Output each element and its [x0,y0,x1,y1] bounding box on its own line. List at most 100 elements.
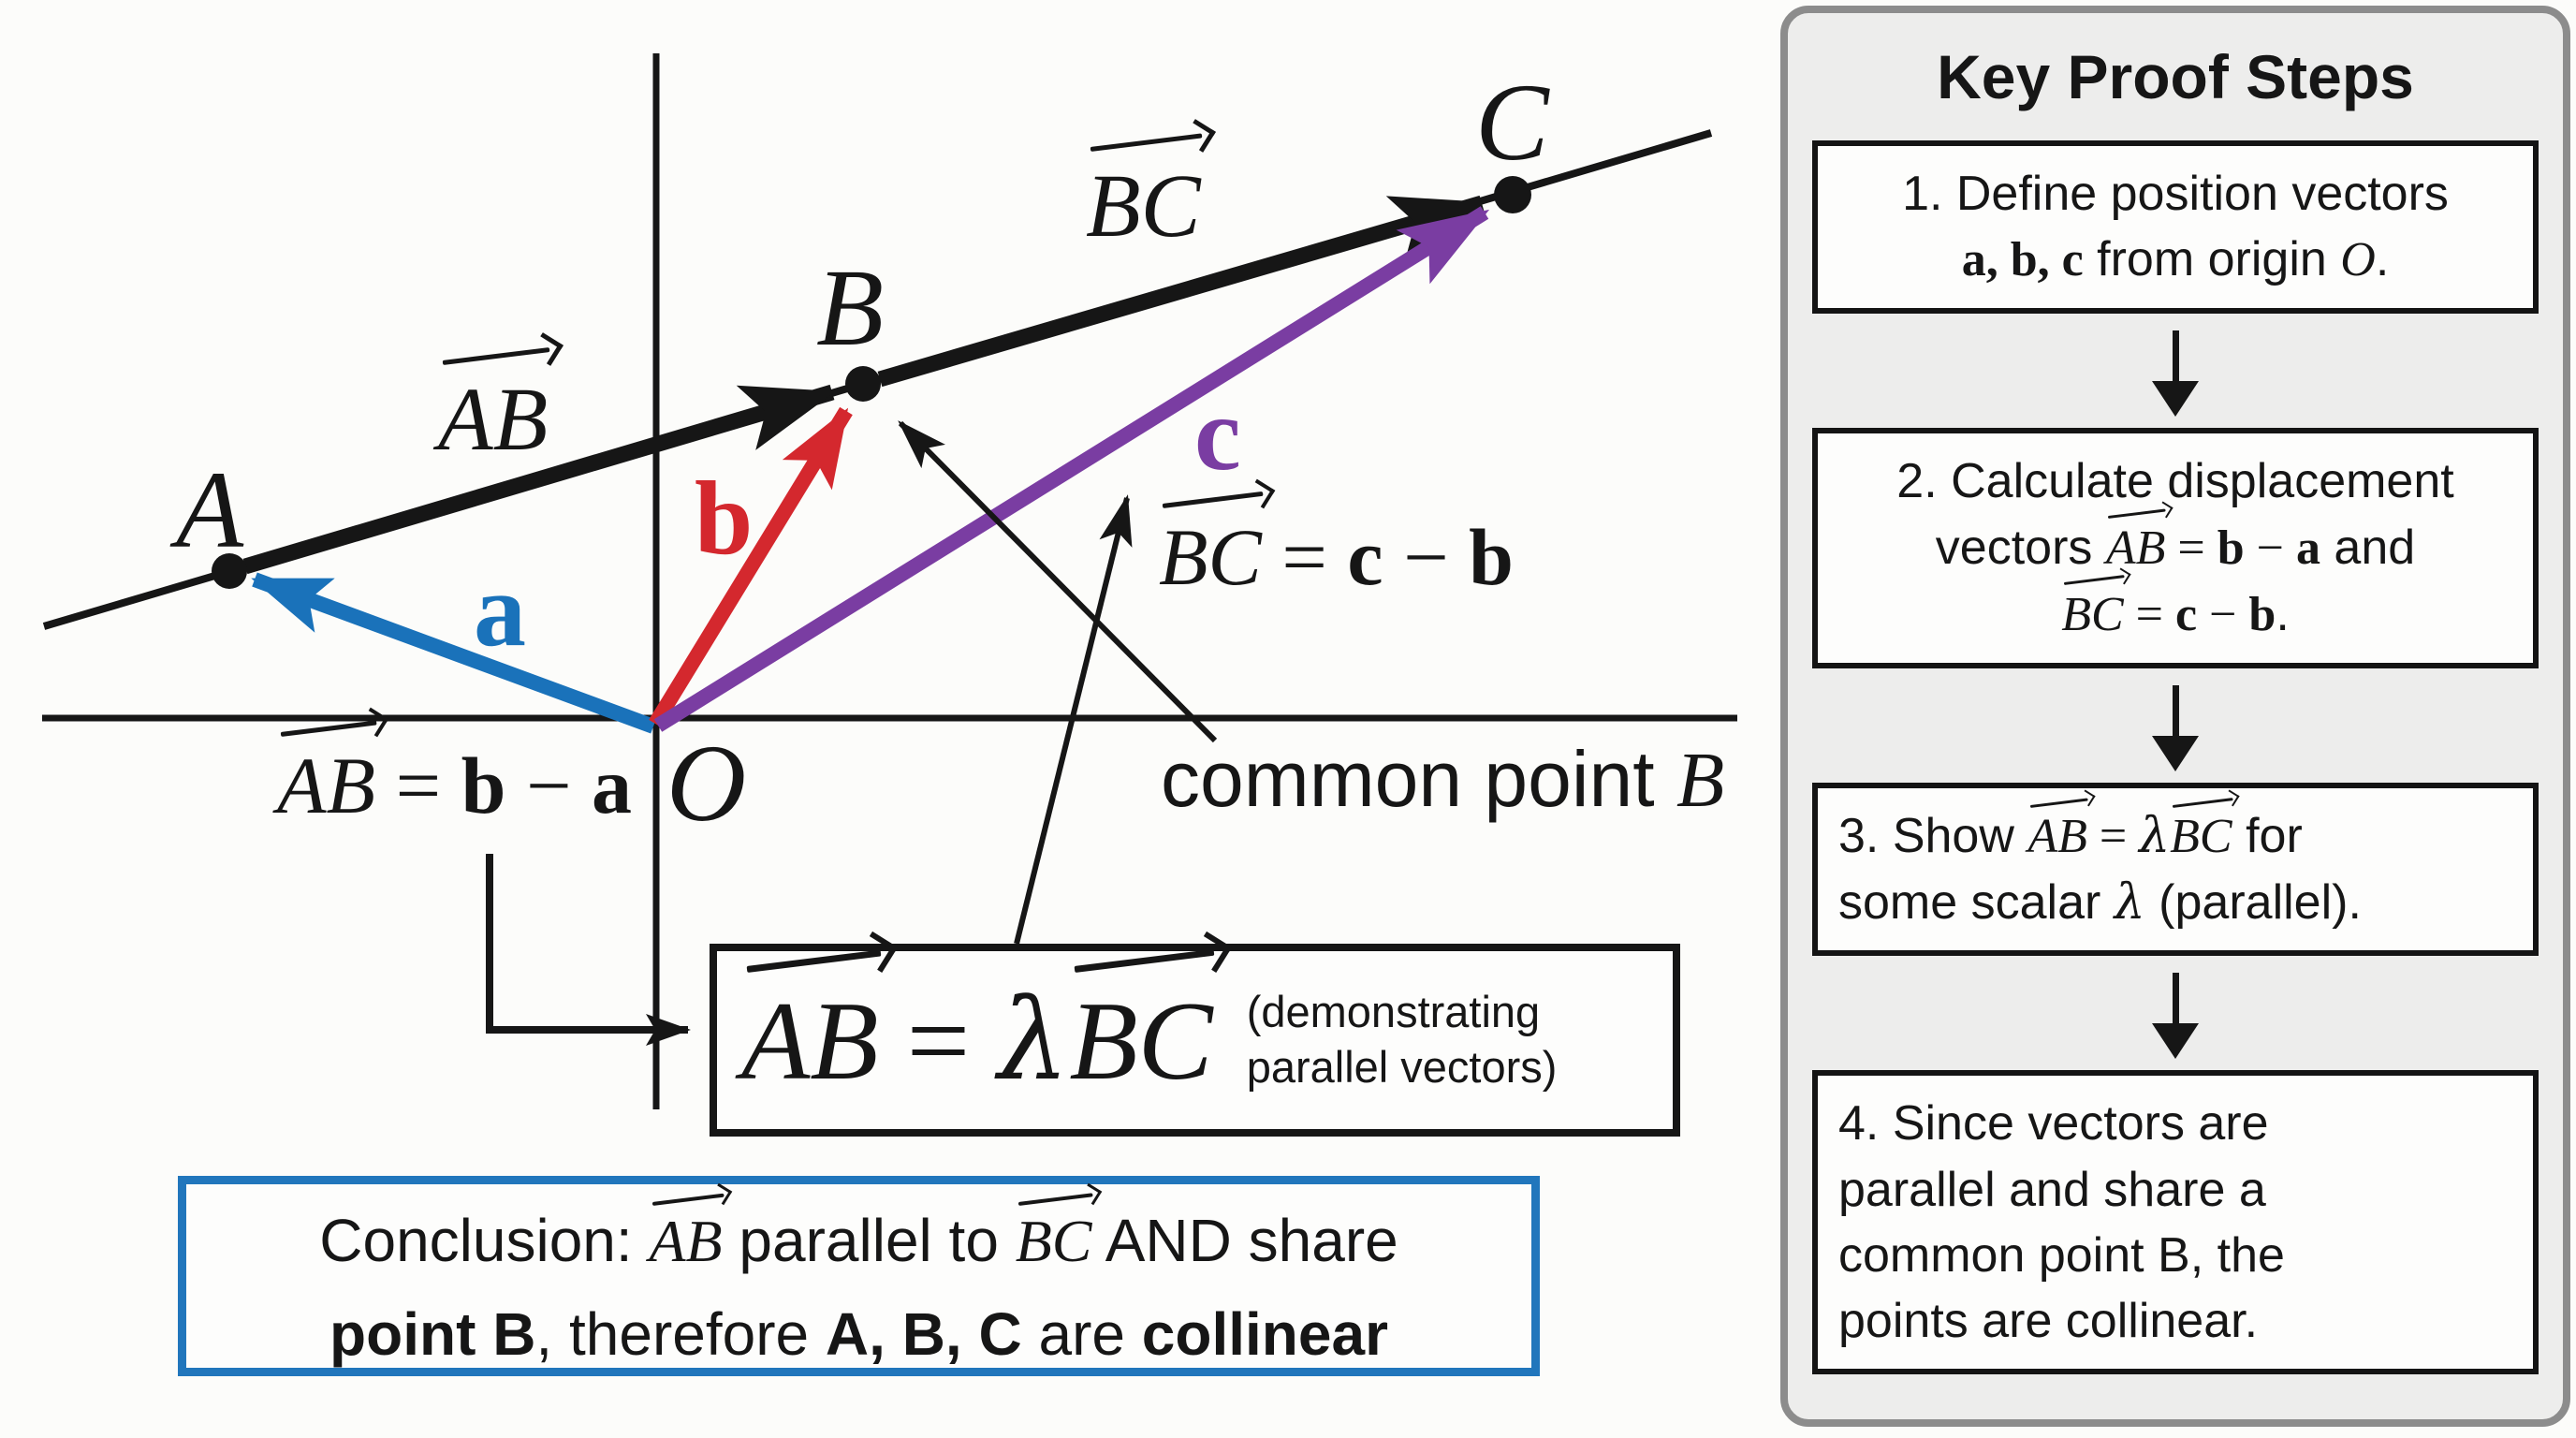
formula-ab-eq: = [375,741,461,830]
lambda-formula-bc: BC [1069,977,1213,1103]
common-point-b: B [1676,737,1725,824]
step-4-line-1: 4. Since vectors are [1838,1096,2269,1152]
formula-bc-minus: − [1383,512,1470,602]
conclusion-line-2: point B, therefore A, B, C are collinear [186,1297,1531,1372]
step-2-c: c [2174,587,2198,641]
conclusion-line-1: Conclusion: AB parallel to BC AND share [186,1203,1531,1278]
step-2-a: a [2295,521,2320,575]
step-1-line-1: 1. Define position vectors [1902,167,2449,221]
lambda-note-line-1: (demonstrating [1246,987,1541,1037]
lambda-note: (demonstrating parallel vectors) [1247,985,1558,1095]
conclusion-abc: A, B, C [825,1300,1022,1368]
step-3-lambda2: λ [2114,874,2145,932]
step-2-vec-ab: AB [2105,521,2166,575]
step-1-line-2: a, b, c from origin O. [1838,227,2512,293]
formula-ab-vec: AB [277,741,376,830]
step-3-scalar: some scalar [1838,875,2115,931]
point-b-dot [845,366,881,402]
key-proof-steps-panel: Key Proof Steps 1. Define position vecto… [1780,6,2570,1427]
conclusion-mid: parallel to [722,1207,1016,1274]
formula-ab-b: b [461,741,506,830]
conclusion-pre: Conclusion: [319,1207,650,1274]
formula-bc-b: b [1469,512,1514,602]
sidebar-title: Key Proof Steps [1937,42,2414,111]
lambda-formula-ab: AB [741,977,879,1103]
formula-bc: BC = c − b [1159,517,1514,597]
vector-ab-arrow [242,384,836,575]
step-1-abc: a, b, c [1961,233,2084,287]
point-a-dot [212,553,247,589]
common-point-text: common point [1161,735,1676,823]
vector-c-label: c [1194,376,1241,492]
conclusion-therefore: , therefore [535,1300,826,1368]
formula-bc-c: c [1347,512,1383,602]
step-2-b: b [2217,521,2245,575]
step-2-b2: b [2248,587,2276,641]
conclusion-point-b: point B [329,1300,536,1368]
lambda-formula: AB = λBC [741,976,1213,1106]
step-4-line-3: common point B, the [1838,1227,2285,1283]
step-2-eq2: = [2123,587,2175,641]
vector-c-arrow [653,206,1490,732]
step-1-origin: O [2340,233,2376,287]
step-2-line-2: vectors AB = b − a and [1838,515,2512,581]
step-4-line-2: parallel and share a [1838,1162,2266,1217]
proof-step-3: 3. Show AB = λBC for some scalar λ (para… [1812,782,2539,957]
step-3-eq: = [2086,809,2140,863]
step-3-show: 3. Show [1838,808,2028,863]
formula-bc-vec: BC [1159,512,1262,602]
lambda-symbol: λ [998,975,1070,1106]
flow-arrow-down-icon [2172,684,2179,738]
vector-a-label: a [474,552,526,668]
step-3-vec-bc: BC [2170,809,2232,863]
vector-a-arrow [251,572,656,734]
step-2-minus2: − [2197,587,2249,641]
formula-bc-eq: = [1261,512,1348,602]
step-3-parallel: (parallel). [2144,875,2362,931]
point-label-b: B [816,246,885,369]
step-2-vectors: vectors [1935,520,2106,575]
conclusion-vec-ab: AB [649,1208,723,1274]
origin-label: O [666,722,747,844]
vector-b-label: b [695,461,754,577]
common-point-annotation-arrow [898,420,1218,743]
step-2-period: . [2276,586,2290,641]
step-1-period: . [2375,232,2390,287]
vector-bc-arrow [877,195,1486,388]
step-2-vec-bc: BC [2061,587,2124,641]
conclusion-collinear: collinear [1141,1300,1388,1368]
vector-bc-caption-text: BC [1086,155,1201,256]
proof-step-1: 1. Define position vectors a, b, c from … [1812,140,2539,315]
point-label-c: C [1475,61,1549,183]
conclusion-end: AND share [1091,1207,1398,1274]
proof-step-4: 4. Since vectors are parallel and share … [1812,1070,2539,1375]
formula-ab: AB = b − a [277,745,632,826]
step-3-line-2: some scalar λ (parallel). [1838,870,2512,935]
formula-ab-a: a [591,741,632,830]
conclusion-are: are [1021,1300,1142,1368]
point-label-a: A [176,448,244,571]
step-3-vec-ab: AB [2027,809,2087,863]
step-3-lambda: λ [2139,807,2171,864]
diagram-canvas [42,53,1737,1109]
vector-ab-caption: AB [438,374,548,464]
step-2-line-1: 2. Calculate displacement [1896,454,2454,509]
conclusion-vec-bc: BC [1015,1208,1092,1274]
vector-b-arrow [649,406,853,728]
step-2-and: and [2320,520,2416,575]
flow-arrow-down-icon [2172,973,2179,1026]
parallel-annotation-arrow [1014,494,1133,945]
formula-ab-minus: − [505,741,592,830]
vector-bc-caption: BC [1086,161,1201,251]
formula-elbow-arrow [486,854,691,1046]
common-point-label: common point B [1161,740,1724,820]
parallel-vectors-box: AB = λBC (demonstrating parallel vectors… [710,944,1680,1137]
vector-ab-caption-text: AB [438,369,549,469]
step-3-line-1: 3. Show AB = λBC for [1838,803,2512,870]
flow-arrow-down-icon [2172,330,2179,384]
step-2-eq1: = [2165,521,2217,575]
conclusion-box: Conclusion: AB parallel to BC AND share … [178,1176,1540,1376]
point-c-dot [1494,176,1531,213]
step-1-mid: from origin [2083,232,2341,287]
